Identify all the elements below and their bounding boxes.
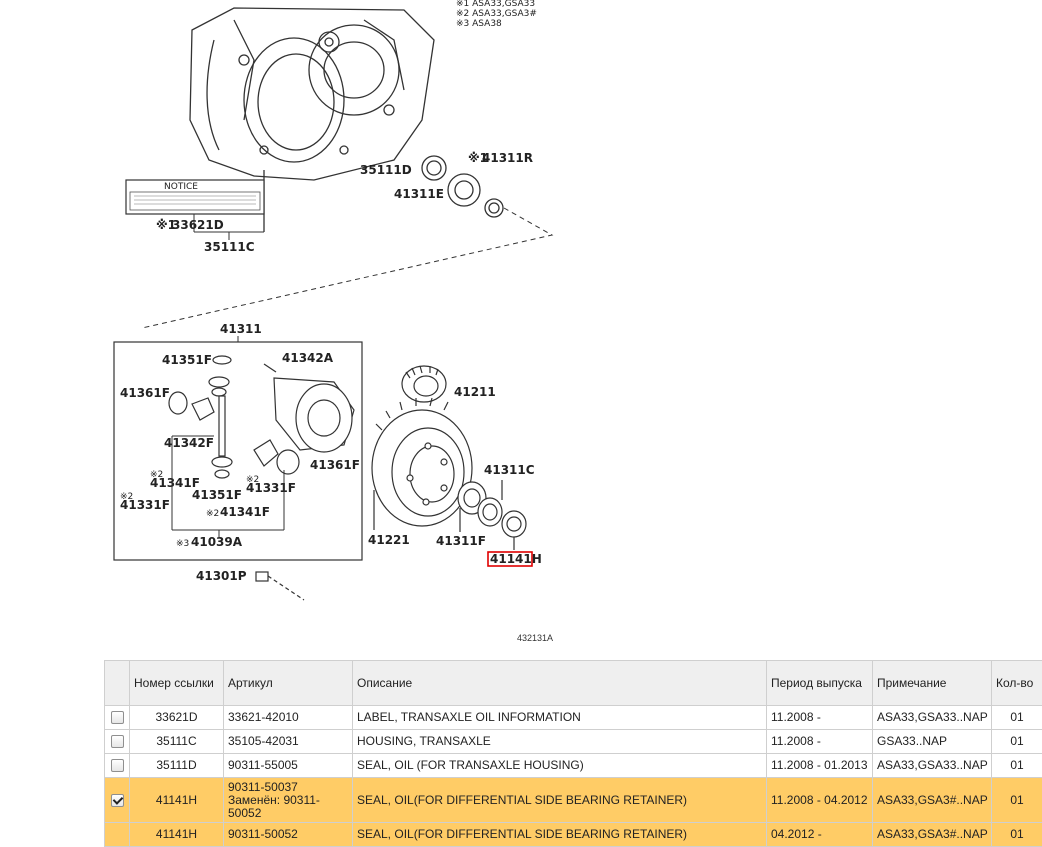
- cell-article[interactable]: 33621-42010: [224, 706, 353, 730]
- cell-qty: 01: [992, 706, 1042, 730]
- seal-35111d-drawing: [422, 156, 446, 180]
- label-41211[interactable]: 41211: [454, 385, 496, 399]
- diagram-note-2: ※2 ASA33,GSA3#: [456, 9, 537, 19]
- table-row[interactable]: 33621D 33621-42010 LABEL, TRANSAXLE OIL …: [105, 706, 1042, 730]
- table-row[interactable]: 35111C 35105-42031 HOUSING, TRANSAXLE 11…: [105, 730, 1042, 754]
- label-41311c[interactable]: 41311C: [484, 463, 535, 477]
- cell-description: HOUSING, TRANSAXLE: [353, 730, 767, 754]
- cell-ref: 41141H: [130, 778, 224, 823]
- row-checkbox[interactable]: [111, 735, 124, 748]
- notice-label-text: NOTICE: [164, 182, 198, 192]
- drain-plug-drawing: [256, 572, 304, 600]
- label-41342a[interactable]: 41342A: [282, 351, 334, 365]
- pinion-gear-41211-drawing: [402, 366, 446, 402]
- label-41361f-a[interactable]: 41361F: [120, 386, 170, 400]
- label-41311e[interactable]: 41311E: [394, 187, 444, 201]
- parts-table: Номер ссылки Артикул Описание Период вып…: [104, 660, 1042, 847]
- header-period[interactable]: Период выпуска: [767, 661, 873, 706]
- cell-description: LABEL, TRANSAXLE OIL INFORMATION: [353, 706, 767, 730]
- bearing-41311e-drawing: [448, 174, 480, 206]
- cell-note: GSA33..NAP: [873, 730, 992, 754]
- cell-article[interactable]: 90311-50037 Заменён: 90311-50052: [224, 778, 353, 823]
- mark-2d: ※2: [206, 509, 219, 519]
- header-article[interactable]: Артикул: [224, 661, 353, 706]
- cell-article[interactable]: 35105-42031: [224, 730, 353, 754]
- row-checkbox-checked[interactable]: [111, 794, 124, 807]
- cell-article[interactable]: 90311-55005: [224, 754, 353, 778]
- header-note[interactable]: Примечание: [873, 661, 992, 706]
- cell-note: ASA33,GSA3#..NAP: [873, 778, 992, 823]
- cell-description: SEAL, OIL(FOR DIFFERENTIAL SIDE BEARING …: [353, 778, 767, 823]
- cell-description: SEAL, OIL (FOR TRANSAXLE HOUSING): [353, 754, 767, 778]
- label-41361f-b[interactable]: 41361F: [310, 458, 360, 472]
- label-35111c[interactable]: 35111C: [204, 240, 255, 254]
- cell-ref: 35111D: [130, 754, 224, 778]
- label-41331f-b[interactable]: 41331F: [120, 498, 170, 512]
- label-35111d[interactable]: 35111D: [360, 163, 412, 177]
- label-41221[interactable]: 41221: [368, 533, 410, 547]
- label-41341f-b[interactable]: 41341F: [220, 505, 270, 519]
- row-select-cell[interactable]: [105, 754, 130, 778]
- cell-qty: 01: [992, 778, 1042, 823]
- row-select-cell[interactable]: [105, 730, 130, 754]
- row-checkbox[interactable]: [111, 759, 124, 772]
- race-41311r-drawing: [485, 199, 503, 217]
- cell-note: ASA33,GSA33..NAP: [873, 754, 992, 778]
- row-select-cell[interactable]: [105, 706, 130, 730]
- header-description[interactable]: Описание: [353, 661, 767, 706]
- row-select-cell[interactable]: [105, 778, 130, 823]
- label-41342f[interactable]: 41342F: [164, 436, 214, 450]
- header-ref[interactable]: Номер ссылки: [130, 661, 224, 706]
- diagram-note-3: ※3 ASA38: [456, 19, 502, 29]
- table-row-selected[interactable]: 41141H 90311-50037 Заменён: 90311-50052 …: [105, 778, 1042, 823]
- diagram-note-1: ※1 ASA33,GSA33: [456, 0, 535, 9]
- label-41301p[interactable]: 41301P: [196, 569, 247, 583]
- figure-id: 432131A: [517, 633, 553, 643]
- label-41351f-b[interactable]: 41351F: [192, 488, 242, 502]
- label-41311[interactable]: 41311: [220, 322, 262, 336]
- label-41311r[interactable]: 41311R: [482, 151, 533, 165]
- cell-period: 11.2008 -: [767, 730, 873, 754]
- parts-diagram: ※1 ASA33,GSA33 ※2 ASA33,GSA3# ※3 ASA38 N…: [104, 0, 560, 648]
- ring-gear-41221-drawing: [372, 398, 472, 530]
- cell-qty: 01: [992, 754, 1042, 778]
- label-41311f[interactable]: 41311F: [436, 534, 486, 548]
- cell-note: ASA33,GSA33..NAP: [873, 706, 992, 730]
- label-41141h[interactable]: 41141H: [490, 552, 542, 566]
- header-select: [105, 661, 130, 706]
- cell-period: 11.2008 - 04.2012: [767, 778, 873, 823]
- label-41351f-a[interactable]: 41351F: [162, 353, 212, 367]
- cell-period: 11.2008 - 01.2013: [767, 754, 873, 778]
- mark-3: ※3: [176, 539, 189, 549]
- seal-41141h-drawing: [502, 511, 526, 550]
- cell-qty: 01: [992, 730, 1042, 754]
- label-33621d[interactable]: 33621D: [172, 218, 224, 232]
- table-header-row: Номер ссылки Артикул Описание Период вып…: [105, 661, 1042, 706]
- cell-ref: 35111C: [130, 730, 224, 754]
- header-qty[interactable]: Кол-во: [992, 661, 1042, 706]
- table-row[interactable]: 35111D 90311-55005 SEAL, OIL (FOR TRANSA…: [105, 754, 1042, 778]
- label-41039a[interactable]: 41039A: [191, 535, 243, 549]
- cell-ref: 33621D: [130, 706, 224, 730]
- label-41331f-a[interactable]: 41331F: [246, 481, 296, 495]
- row-checkbox[interactable]: [111, 711, 124, 724]
- cell-period: 11.2008 -: [767, 706, 873, 730]
